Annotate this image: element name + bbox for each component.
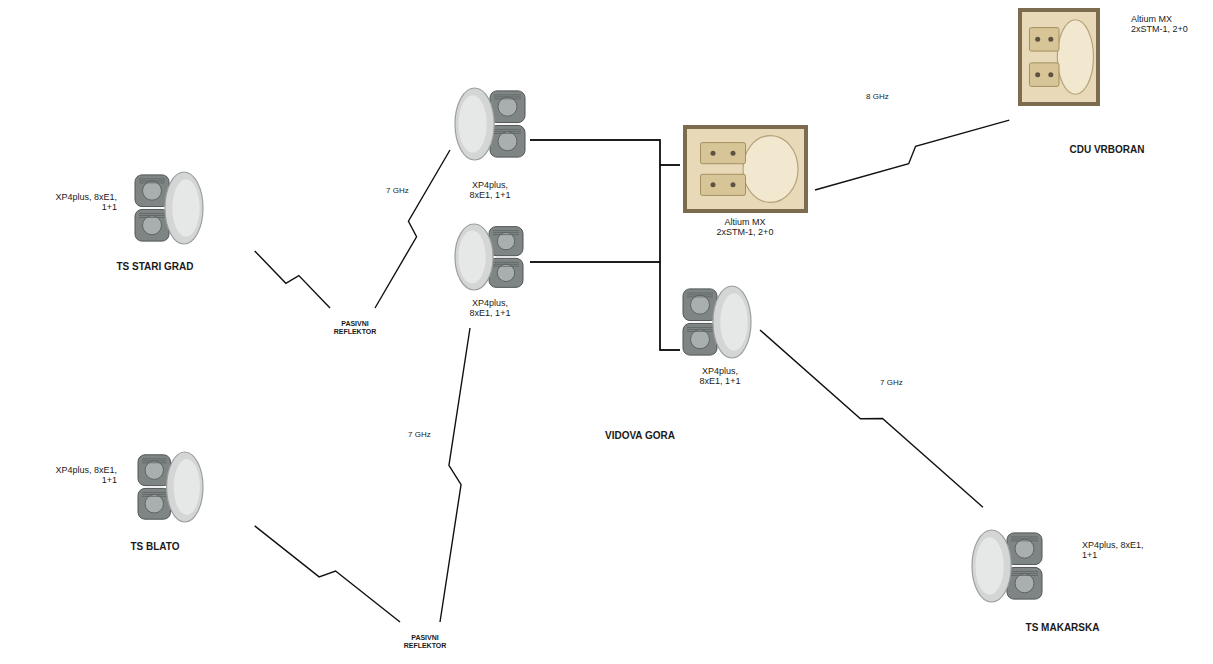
site-name: TS BLATO: [45, 541, 265, 553]
radio-unit: Altium MX 2xSTM-1, 2+0: [680, 120, 815, 252]
equipment-label: XP4plus, 8xE1, 1+1: [55, 465, 117, 486]
altium-radio-photo: [683, 125, 808, 213]
radio-unit: XP4plus, 8xE1, 1+1: [680, 282, 760, 396]
radio-link: [815, 120, 1009, 190]
frequency-label: 8 GHz: [866, 92, 889, 101]
frequency-label: 7 GHz: [408, 430, 431, 439]
equipment-label: XP4plus, 8xE1, 1+1: [55, 192, 117, 213]
radio-link: [440, 328, 470, 622]
radio-link: [255, 526, 400, 622]
site-ellipse-fill: [45, 405, 265, 575]
equipment-label: XP4plus, 8xE1, 1+1: [1082, 540, 1146, 561]
site-ellipse: XP4plus, 8xE1, 1+1 TS STARI GRAD: [45, 130, 265, 300]
site-ellipse-fill: [1003, 2, 1211, 178]
xp4plus-radio-icon: [135, 172, 203, 244]
radio-link: [255, 251, 330, 308]
radio-link: [760, 330, 983, 507]
frequency-label: 7 GHz: [880, 378, 903, 387]
cable-link: [530, 140, 680, 165]
reflector-outline: [305, 308, 405, 320]
site-name: VIDOVA GORA: [540, 430, 740, 442]
reflector-bar: [380, 625, 470, 631]
equipment-label: XP4plus, 8xE1, 1+1: [460, 180, 520, 201]
site-ellipse: XP4plus, 8xE1, 1+1Altium MX 2xSTM-1, 2+0…: [350, 52, 830, 470]
reflector-label: PASIVNI REFLEKTOR: [325, 320, 385, 336]
altium-radio-photo: [1018, 8, 1100, 106]
xp4plus-radio-icon: [455, 88, 525, 160]
site-name: CDU VRBORAN: [1003, 144, 1211, 156]
radio-link: [375, 150, 450, 308]
site-ellipse: Altium MX 2xSTM-1, 2+0CDU VRBORAN: [1003, 2, 1211, 178]
site-name: TS STARI GRAD: [45, 261, 265, 273]
site-name: TS MAKARSKA: [950, 622, 1175, 634]
site-outline: [45, 130, 265, 300]
cable-link: [530, 140, 680, 350]
site-ellipse: XP4plus, 8xE1, 1+1 TS BLATO: [45, 405, 265, 575]
site-outline: [350, 52, 830, 470]
site-ellipse-fill: [45, 130, 265, 300]
frequency-label: 7 GHz: [386, 186, 409, 195]
equipment-label: XP4plus, 8xE1, 1+1: [690, 366, 750, 387]
passive-reflector: PASIVNI REFLEKTOR: [305, 308, 405, 350]
cable-link: [530, 165, 680, 262]
xp4plus-radio-icon: [455, 224, 523, 290]
equipment-label: XP4plus, 8xE1, 1+1: [460, 298, 520, 319]
xp4plus-radio-icon: [972, 530, 1042, 602]
equipment-label: Altium MX 2xSTM-1, 2+0: [1131, 14, 1203, 35]
reflector-outline: [375, 622, 475, 634]
xp4plus-radio-icon: [138, 452, 203, 522]
reflector-label: PASIVNI REFLEKTOR: [395, 634, 455, 650]
xp4plus-radio-icon: [683, 286, 751, 358]
equipment-label: Altium MX 2xSTM-1, 2+0: [710, 217, 780, 238]
reflector-bar: [310, 311, 400, 317]
passive-reflector: PASIVNI REFLEKTOR: [375, 622, 475, 662]
radio-unit: XP4plus, 8xE1, 1+1: [450, 86, 530, 208]
cable-link: [530, 262, 680, 350]
site-ellipse-fill: [350, 52, 830, 470]
site-ellipse: XP4plus, 8xE1, 1+1 TS MAKARSKA: [950, 482, 1175, 654]
site-ellipse-fill: [950, 482, 1175, 654]
radio-unit: XP4plus, 8xE1, 1+1: [450, 222, 530, 328]
